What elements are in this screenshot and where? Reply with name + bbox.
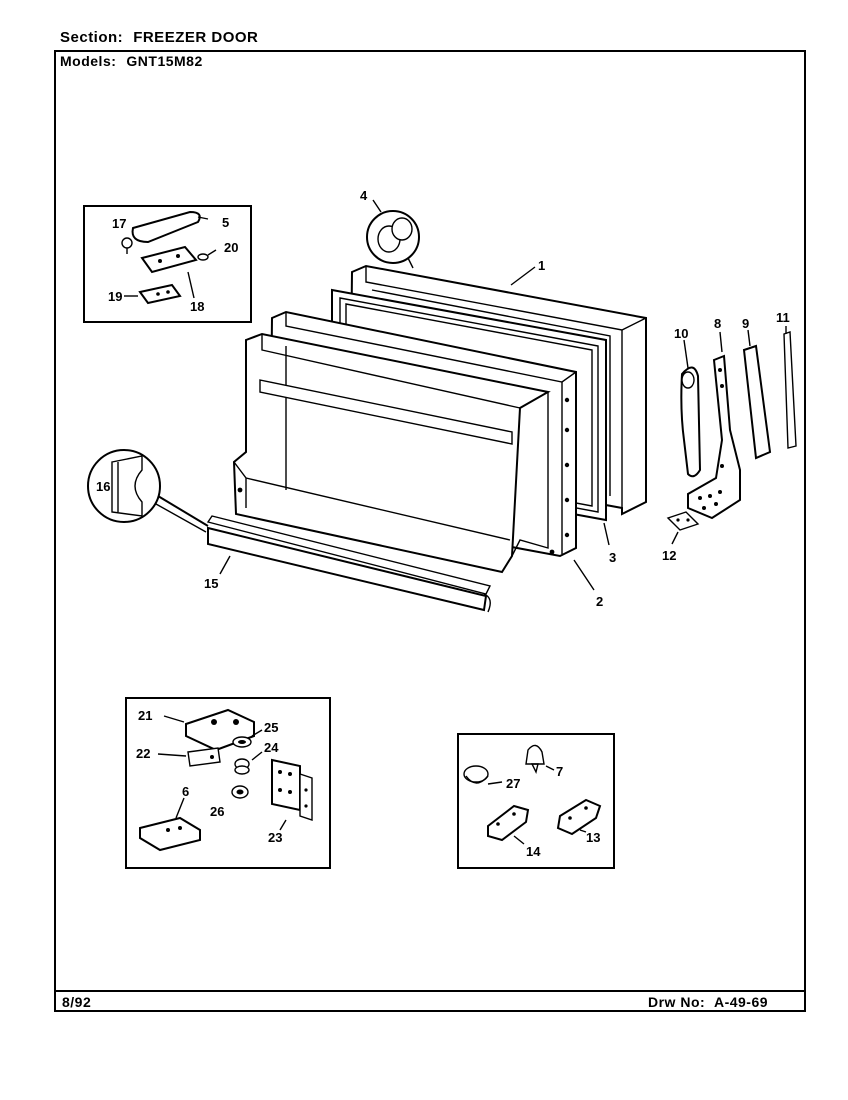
door-trim-strip: 15 [204,515,492,613]
trim-end-detail: 16 [87,449,209,533]
door-shell [232,332,555,574]
hinge-plate-part [140,245,198,274]
hinge-plate-23-part [271,758,301,812]
drawing-frame [54,50,806,1012]
callout-19: 19 [108,289,122,304]
callout-16: 16 [96,479,110,494]
bracket-6-part [139,816,201,852]
hinge-brackets: 10 8 9 11 12 [662,310,797,563]
callout-13: 13 [586,830,600,845]
callout-24: 24 [264,740,279,755]
inset-hinge-cover: 17 5 20 19 18 [83,205,252,323]
section-value: FREEZER DOOR [133,29,259,46]
hinge-cover-part [131,210,201,244]
callout-10: 10 [674,326,688,341]
callout-9: 9 [742,316,749,331]
inset-box-small [457,733,615,869]
shim-12 [666,511,700,531]
drawing-number: A-49-69 [713,994,769,1010]
callout-15: 15 [204,576,218,591]
callout-17: 17 [112,216,126,231]
callout-14: 14 [526,844,541,859]
inset-box [83,205,252,323]
callout-12: 12 [662,548,676,563]
models-label: Models: [60,53,117,69]
inset-hinge-hardware: 21 22 25 24 26 6 23 [125,697,331,869]
shim-part [138,283,182,305]
hinge-pin-11 [783,331,797,449]
clip-13-part [556,798,602,836]
hinge-cap-9 [742,344,772,460]
callout-4: 4 [360,188,368,203]
callout-11: 11 [776,310,790,325]
models-header: Models: GNT15M82 [60,53,203,69]
section-label: Section: [60,29,124,46]
drawing-label: Drw No: [648,994,706,1010]
inset-box-hardware [125,697,331,869]
plug-27-part [463,765,489,783]
callout-18: 18 [190,299,204,314]
inset-small-parts: 7 27 14 13 [457,733,615,869]
callout-8: 8 [714,316,721,331]
callout-23: 23 [268,830,282,845]
washer-part [197,253,209,261]
callout-7: 7 [556,764,563,779]
screw-7-part [525,744,545,765]
footer-date: 8/92 [62,994,92,1010]
footer-drawing-number: Drw No: A-49-69 [648,994,768,1010]
callout-21: 21 [138,708,152,723]
callout-3: 3 [609,550,616,565]
trim-strip-shape [207,526,488,612]
callout-2: 2 [596,594,603,609]
door-shelf [259,379,513,445]
plug-detail: 4 [360,188,420,269]
spacer-22-part [187,747,221,767]
callout-22: 22 [136,746,150,761]
callout-27: 27 [506,776,520,791]
hinge-cover-10 [680,366,702,478]
clip-14-part [487,804,530,842]
hinge-bracket-8 [687,354,741,520]
models-value: GNT15M82 [126,53,203,69]
callout-5: 5 [222,215,229,230]
callout-1: 1 [538,258,545,273]
section-header: Section: FREEZER DOOR [60,29,258,46]
callout-25: 25 [264,720,278,735]
callout-6: 6 [182,784,189,799]
callout-26: 26 [210,804,224,819]
callout-20: 20 [224,240,238,255]
screw-part [121,237,133,249]
footer-rule [54,990,806,992]
